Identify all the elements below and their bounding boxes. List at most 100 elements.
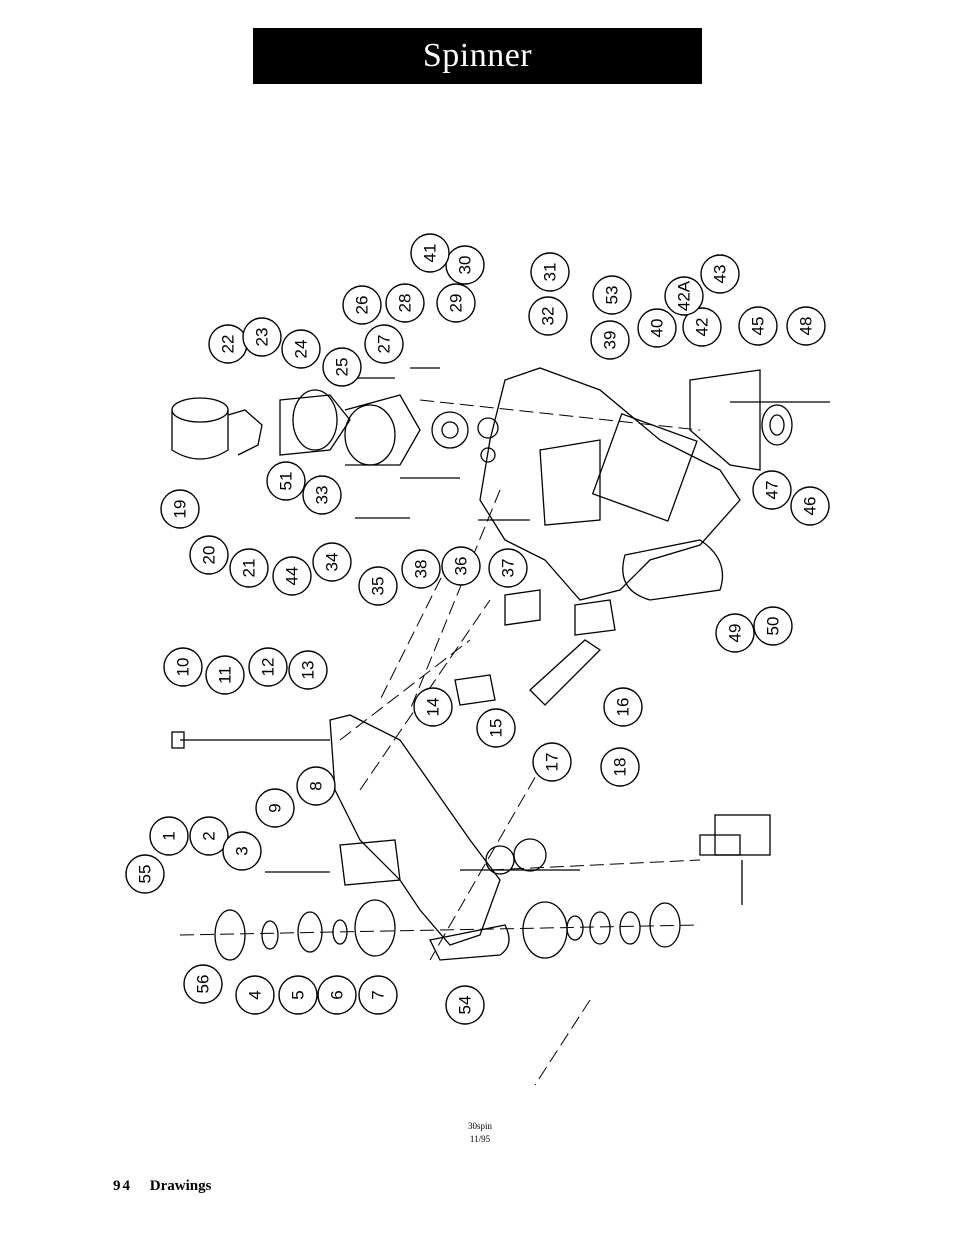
callout-circle bbox=[476, 708, 516, 748]
callout-32: 32 bbox=[528, 296, 568, 336]
callout-circle bbox=[222, 831, 262, 871]
callout-36: 36 bbox=[441, 546, 481, 586]
callout-3: 3 bbox=[222, 831, 262, 871]
callout-circle bbox=[786, 306, 826, 346]
callout-number: 12 bbox=[259, 658, 278, 677]
callout-circle bbox=[296, 766, 336, 806]
callout-number: 38 bbox=[412, 560, 431, 579]
callout-circle bbox=[488, 548, 528, 588]
callout-circle bbox=[590, 320, 630, 360]
callout-number: 11 bbox=[216, 666, 235, 684]
callout-29: 29 bbox=[436, 283, 476, 323]
callout-2: 2 bbox=[189, 816, 229, 856]
callout-20: 20 bbox=[189, 535, 229, 575]
callout-number: 37 bbox=[499, 559, 518, 578]
callout-number: 47 bbox=[763, 481, 782, 500]
callout-47: 47 bbox=[752, 470, 792, 510]
callout-27: 27 bbox=[364, 324, 404, 364]
callout-number: 23 bbox=[253, 328, 272, 347]
callout-circle bbox=[682, 307, 722, 347]
callout-number: 34 bbox=[323, 553, 342, 572]
drawing-code-date: 11/95 bbox=[469, 1134, 491, 1144]
callout-41: 41 bbox=[410, 233, 450, 273]
callout-number: 27 bbox=[375, 335, 394, 354]
callout-circle bbox=[364, 324, 404, 364]
callout-54: 54 bbox=[445, 985, 485, 1025]
callout-number: 33 bbox=[313, 486, 332, 505]
callout-circle bbox=[288, 650, 328, 690]
page-number: 94 bbox=[113, 1178, 132, 1194]
callout-circle bbox=[401, 549, 441, 589]
callout-number: 26 bbox=[353, 296, 372, 315]
callout-14: 14 bbox=[413, 687, 453, 727]
callout-circle bbox=[242, 317, 282, 357]
callout-51: 51 bbox=[266, 461, 306, 501]
callout-number: 51 bbox=[277, 472, 296, 491]
callout-number: 42 bbox=[693, 318, 712, 337]
page-footer: 94 Drawings bbox=[113, 1178, 211, 1195]
callout-number: 17 bbox=[543, 753, 562, 772]
callout-number: 50 bbox=[764, 617, 783, 636]
callout-number: 1 bbox=[160, 831, 179, 840]
callout-circle bbox=[125, 854, 165, 894]
callout-circle bbox=[385, 283, 425, 323]
callout-10: 10 bbox=[163, 647, 203, 687]
callout-48: 48 bbox=[786, 306, 826, 346]
callout-16: 16 bbox=[603, 687, 643, 727]
callout-21: 21 bbox=[229, 548, 269, 588]
callout-37: 37 bbox=[488, 548, 528, 588]
callout-number: 8 bbox=[307, 781, 326, 790]
callout-38: 38 bbox=[401, 549, 441, 589]
callout-31: 31 bbox=[530, 252, 570, 292]
callout-circle bbox=[342, 285, 382, 325]
callout-number: 2 bbox=[200, 831, 219, 840]
callout-43: 43 bbox=[700, 254, 740, 294]
callout-44: 44 bbox=[272, 556, 312, 596]
callout-4: 4 bbox=[235, 975, 275, 1015]
callout-circle bbox=[189, 816, 229, 856]
callout-11: 11 bbox=[205, 655, 245, 695]
callout-34: 34 bbox=[312, 542, 352, 582]
callout-circle bbox=[272, 556, 312, 596]
callout-number: 55 bbox=[136, 865, 155, 884]
callout-circle bbox=[149, 816, 189, 856]
callout-33: 33 bbox=[302, 475, 342, 515]
callout-39: 39 bbox=[590, 320, 630, 360]
callout-number: 4 bbox=[246, 990, 265, 999]
callout-circle bbox=[441, 546, 481, 586]
page-title: Spinner bbox=[422, 37, 533, 74]
callout-number: 9 bbox=[266, 803, 285, 812]
callout-42: 42 bbox=[682, 307, 722, 347]
callout-circle bbox=[700, 254, 740, 294]
callout-17: 17 bbox=[532, 742, 572, 782]
callout-number: 20 bbox=[200, 546, 219, 565]
callout-circle bbox=[278, 975, 318, 1015]
callout-circle bbox=[255, 788, 295, 828]
callout-circle bbox=[281, 329, 321, 369]
callout-19: 19 bbox=[160, 489, 200, 529]
callout-number: 13 bbox=[299, 661, 318, 680]
callout-number: 36 bbox=[452, 557, 471, 576]
callout-number: 39 bbox=[601, 331, 620, 350]
callout-circle bbox=[413, 687, 453, 727]
callout-circle bbox=[790, 486, 830, 526]
callout-25: 25 bbox=[322, 347, 362, 387]
callout-46: 46 bbox=[790, 486, 830, 526]
callout-circle bbox=[266, 461, 306, 501]
callout-number: 30 bbox=[456, 256, 475, 275]
callout-number: 31 bbox=[541, 263, 560, 282]
callout-number: 48 bbox=[797, 317, 816, 336]
callout-number: 46 bbox=[801, 497, 820, 516]
callout-22: 22 bbox=[208, 324, 248, 364]
callout-8: 8 bbox=[296, 766, 336, 806]
callout-number: 5 bbox=[289, 990, 308, 999]
callout-circle bbox=[317, 975, 357, 1015]
callout-number: 56 bbox=[194, 975, 213, 994]
callout-number: 6 bbox=[328, 990, 347, 999]
drawing-code-id: 30spin bbox=[467, 1121, 492, 1131]
callout-18: 18 bbox=[600, 747, 640, 787]
callout-6: 6 bbox=[317, 975, 357, 1015]
callout-40: 40 bbox=[637, 308, 677, 348]
